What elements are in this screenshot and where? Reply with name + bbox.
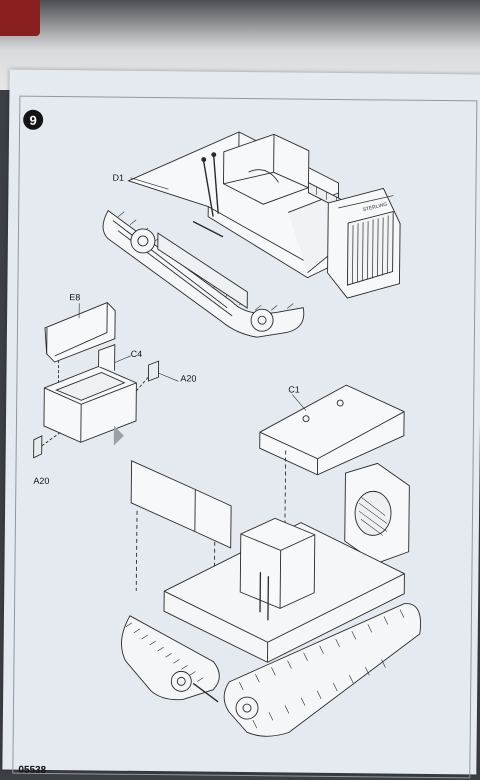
- instruction-sheet: 9: [2, 69, 480, 779]
- callout-d1: D1: [112, 172, 125, 183]
- grille-badge-text: STERLING: [362, 202, 388, 214]
- page-number: 05538: [18, 764, 47, 776]
- kit-box-corner: [0, 0, 40, 36]
- direction-arrow-icon: [113, 425, 124, 446]
- callout-a20-right: A20: [180, 373, 197, 384]
- callout-e8: E8: [69, 292, 81, 303]
- callout-c1: C1: [288, 384, 300, 395]
- callout-c4: C4: [130, 348, 143, 359]
- assembly-illustration: STERLING: [33, 131, 421, 737]
- callout-a20-left: A20: [33, 475, 50, 486]
- tractor-assembled-drawing: [102, 131, 401, 338]
- chassis-exploded-drawing: [121, 384, 421, 737]
- seat-exploded-drawing: [33, 302, 160, 459]
